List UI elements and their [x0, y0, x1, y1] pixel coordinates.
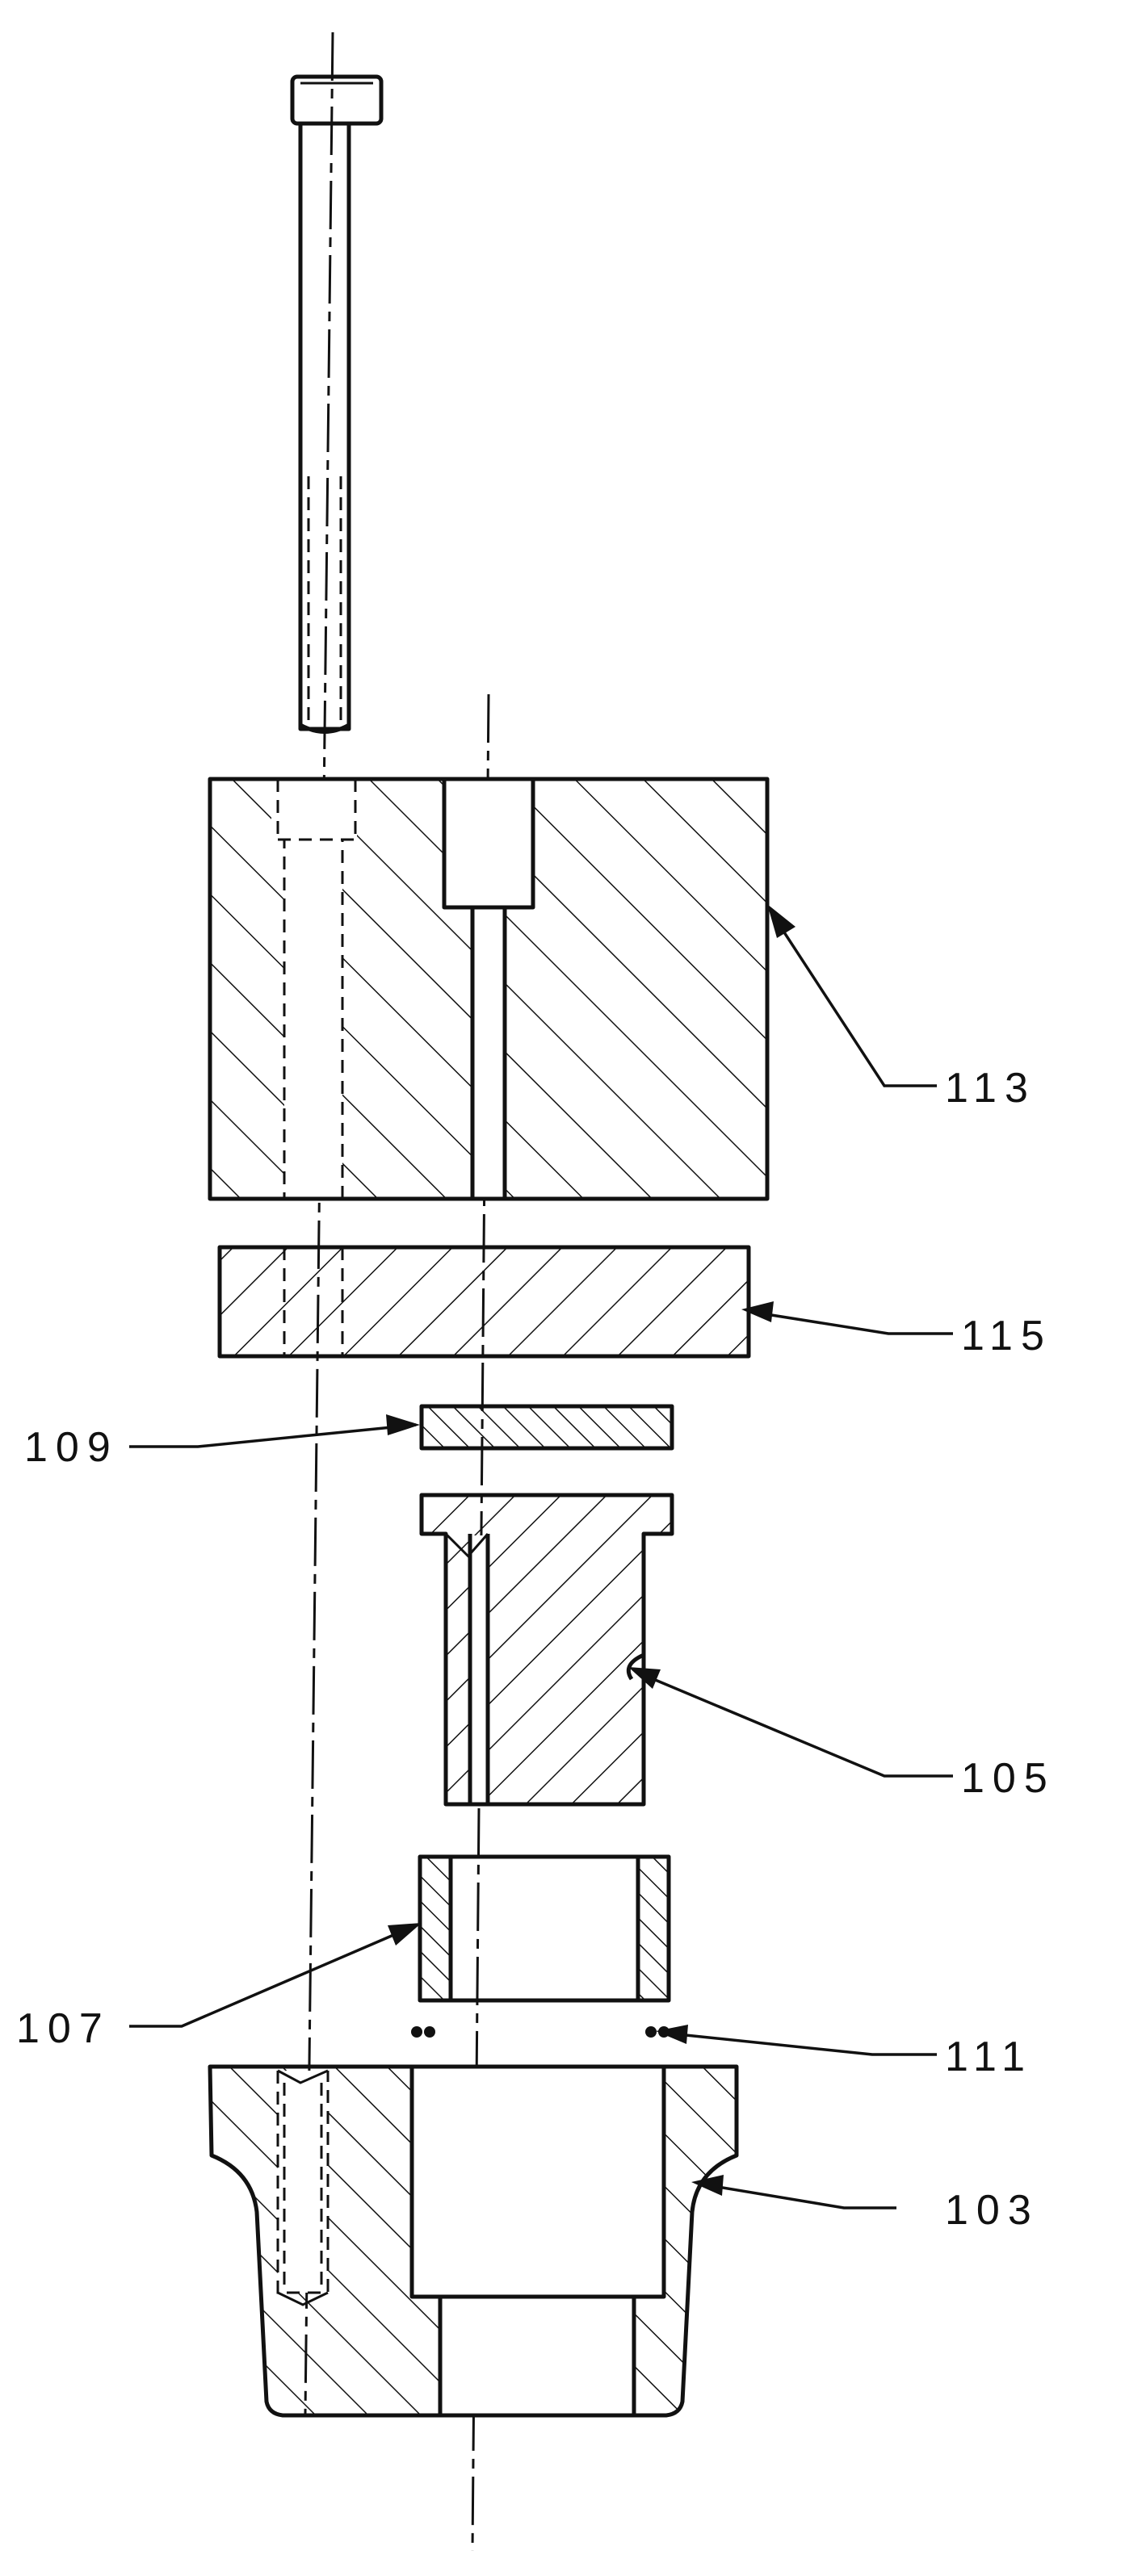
- part-115-hatch: [220, 1247, 749, 1356]
- leader-111: [662, 2033, 937, 2055]
- bolt-center-line: [305, 32, 333, 2414]
- part-103-cavity-blank: [412, 2068, 664, 2297]
- arrow-107: [388, 1923, 422, 1946]
- part-109-thin-plate: [422, 1406, 672, 1448]
- bolt: [292, 77, 381, 732]
- part-111-seal-rings: [411, 2026, 670, 2038]
- part-109-hatch: [422, 1406, 672, 1448]
- leader-113: [774, 916, 937, 1086]
- label-107: 107: [16, 2005, 111, 2052]
- part-107-sleeve: [420, 1857, 669, 2000]
- part-107-right-wall: [638, 1857, 669, 2000]
- label-111: 111: [945, 2034, 1033, 2080]
- part-105-flanged-insert: [422, 1495, 672, 1804]
- part-107-left-wall: [420, 1857, 451, 2000]
- part-103-bore-blank: [440, 2297, 634, 2414]
- part-105-slot-blank: [470, 1535, 488, 1803]
- label-105: 105: [961, 1755, 1056, 1802]
- seal-dot-1: [411, 2026, 422, 2038]
- part-113-channel-blank: [472, 907, 505, 1197]
- leader-115: [751, 1312, 953, 1334]
- label-113: 113: [945, 1065, 1036, 1112]
- seal-dot-3: [645, 2026, 657, 2038]
- part-115-plate: [220, 1247, 749, 1356]
- leader-105: [638, 1673, 953, 1776]
- part-103-base-housing: [210, 2067, 737, 2415]
- part-113-top-block: [210, 779, 767, 1199]
- leader-103: [699, 2184, 896, 2208]
- arrow-113: [767, 904, 795, 938]
- leader-107: [129, 1925, 416, 2026]
- part-107-outline: [420, 1857, 669, 2000]
- label-115: 115: [961, 1313, 1052, 1359]
- part-113-bore-blank: [444, 781, 533, 907]
- label-103: 103: [945, 2187, 1039, 2234]
- arrow-109: [386, 1414, 420, 1435]
- label-109: 109: [24, 1424, 119, 1471]
- part-105-hatch: [422, 1495, 672, 1804]
- part-113-bolt-hole-blank: [284, 840, 342, 1197]
- leader-109: [129, 1425, 416, 1447]
- seal-dot-2: [424, 2026, 435, 2038]
- part-113-cbore-blank: [271, 781, 357, 840]
